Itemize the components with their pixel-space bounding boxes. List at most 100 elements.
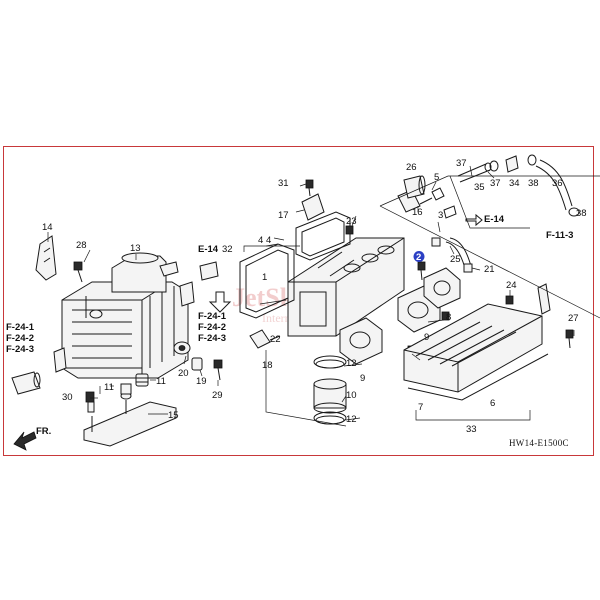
hose-36 <box>535 159 573 211</box>
leader-lines <box>47 165 575 421</box>
callout-9: 9 <box>424 332 429 343</box>
bushing-11-upper <box>135 373 149 387</box>
callout-2: 2 <box>416 252 421 263</box>
bolt-23 <box>345 225 354 235</box>
bolt-2 <box>417 261 426 281</box>
hose-5 <box>431 187 445 201</box>
callout-32: 32 <box>222 244 233 255</box>
arrow-down-icon <box>208 291 232 313</box>
cooler-assembly <box>53 252 195 379</box>
bolt-3 <box>443 205 457 219</box>
callout-6: 6 <box>490 398 495 409</box>
intake-manifold <box>287 237 405 337</box>
bolt-8 <box>441 311 450 321</box>
callout-16: 16 <box>412 207 423 218</box>
group-bracket-33 <box>415 410 531 421</box>
callout-20: 20 <box>178 368 189 379</box>
gasket-7 <box>407 353 549 401</box>
intake-boot-9-left <box>339 317 383 365</box>
clip-21 <box>463 263 473 273</box>
callout-9: 9 <box>360 373 365 384</box>
callout-12: 12 <box>346 414 357 425</box>
section-refs: F-24-1F-24-2F-24-3F-24-1F-24-2F-24-3E-14… <box>6 213 573 355</box>
clamp-12-upper <box>313 355 347 369</box>
section-ref-f24-group-left-1: F-24-1 <box>6 322 35 333</box>
callout-29: 29 <box>212 390 223 401</box>
callout-34: 34 <box>509 178 520 189</box>
callout-31: 31 <box>278 178 289 189</box>
callout-37: 37 <box>490 178 501 189</box>
sensor-22 <box>249 329 281 349</box>
section-ref-f24-group-mid-1: F-24-1 <box>198 311 227 322</box>
arrow-right-icon <box>465 213 483 227</box>
callout-35: 35 <box>474 182 485 193</box>
hose-26 <box>403 175 426 199</box>
clamp-37 <box>489 160 499 172</box>
callout-38: 38 <box>528 178 539 189</box>
callout-7: 7 <box>418 402 423 413</box>
callout-11: 11 <box>156 376 166 387</box>
diagram-code: HW14-E1500C <box>509 438 569 448</box>
callout-22: 22 <box>270 334 281 345</box>
section-ref-e14-left: E-14 <box>198 244 219 255</box>
front-arrow-label: FR. <box>36 426 51 437</box>
callout-8: 8 <box>446 312 451 323</box>
callout-15: 15 <box>168 410 179 421</box>
clamp-12-lower <box>313 411 347 425</box>
callout-24: 24 <box>506 280 517 291</box>
lower-bracket-15 <box>83 383 177 447</box>
callout-37: 37 <box>456 158 467 169</box>
callout-13: 13 <box>130 243 141 254</box>
section-ref-f11-3: F-11-3 <box>546 230 573 241</box>
callout-14: 14 <box>42 222 53 233</box>
fitting-34 <box>505 155 519 173</box>
grommet-20 <box>173 341 191 355</box>
callout-4: 4 <box>258 235 263 246</box>
callout-highlight-marker <box>413 251 425 262</box>
fitting-small-mid <box>199 261 219 281</box>
bracket-17 <box>301 179 325 221</box>
callout-38: 38 <box>576 208 587 219</box>
section-ref-e14-right: E-14 <box>484 214 505 225</box>
callout-1: 1 <box>262 272 267 283</box>
callout-21: 21 <box>484 264 495 275</box>
bracket-22-right <box>537 283 551 315</box>
intake-boot-upper <box>423 267 461 309</box>
callout-4: 4 <box>266 235 271 246</box>
bolt-27 <box>565 329 574 349</box>
gasket-4-upper <box>295 211 351 261</box>
callout-28: 28 <box>76 240 87 251</box>
section-ref-f24-group-mid-3: F-24-3 <box>198 333 226 344</box>
air-box-cover-6 <box>403 303 543 393</box>
bracket-14 <box>35 235 57 281</box>
callout-30: 30 <box>62 392 73 403</box>
callout-18: 18 <box>262 360 273 371</box>
section-ref-f24-group-left-2: F-24-2 <box>6 333 34 344</box>
group-bracket-18 <box>265 350 347 427</box>
callout-27: 27 <box>568 313 579 324</box>
callout-23: 23 <box>346 216 357 227</box>
callout-17: 17 <box>278 210 289 221</box>
callout-5: 5 <box>434 172 439 183</box>
bolt-29 <box>213 359 223 381</box>
front-arrow-icon <box>13 431 37 451</box>
bolt-28 <box>73 261 83 283</box>
e14-frame-line <box>379 175 600 319</box>
callout-19: 19 <box>196 376 207 387</box>
callout-10: 10 <box>346 390 357 401</box>
callout-3: 3 <box>438 210 443 221</box>
section-ref-f24-group-mid-2: F-24-2 <box>198 322 226 333</box>
clamp-small <box>431 237 441 247</box>
duct-10 <box>313 378 347 414</box>
group-bracket-4 <box>243 245 300 252</box>
fitting-19 <box>191 357 203 371</box>
callout-12: 12 <box>346 358 357 369</box>
callout-26: 26 <box>406 162 417 173</box>
callout-11: 11 <box>104 382 114 393</box>
clamp-38 <box>527 154 580 217</box>
callout-36: 36 <box>552 178 563 189</box>
callout-33: 33 <box>466 424 477 435</box>
hose-stub-left <box>11 371 41 395</box>
